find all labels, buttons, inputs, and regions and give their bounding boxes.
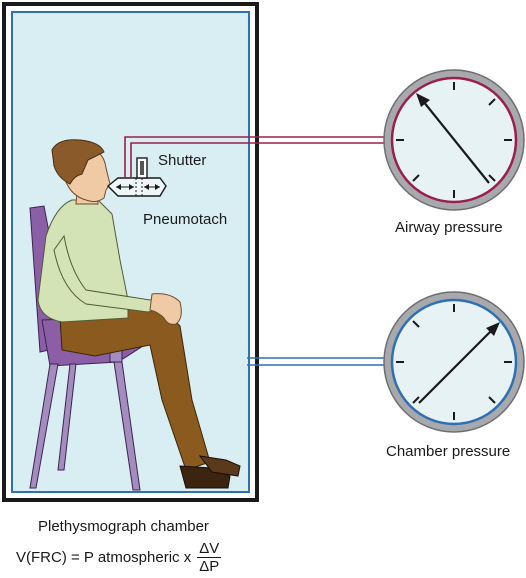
airway-tube bbox=[124, 136, 390, 177]
airway-pressure-gauge-icon bbox=[383, 69, 525, 211]
airway-pressure-label: Airway pressure bbox=[395, 219, 503, 236]
formula-fraction: ΔV ΔP bbox=[197, 539, 222, 575]
chamber-title: Plethysmograph chamber bbox=[38, 518, 209, 535]
frc-formula: V(FRC) = P atmospheric x ΔV ΔP bbox=[16, 538, 222, 576]
chamber-pressure-label: Chamber pressure bbox=[386, 443, 510, 460]
formula-numerator: ΔV bbox=[197, 539, 222, 558]
formula-denominator: ΔP bbox=[199, 557, 220, 575]
person bbox=[37, 139, 241, 489]
shutter-icon bbox=[136, 157, 148, 179]
formula-lhs: V(FRC) = P atmospheric x bbox=[16, 548, 192, 566]
shutter-label: Shutter bbox=[158, 152, 206, 169]
pneumotach-label: Pneumotach bbox=[143, 211, 227, 228]
pneumotach-icon bbox=[106, 177, 167, 197]
chamber-tube bbox=[247, 357, 388, 366]
chamber-pressure-gauge-icon bbox=[383, 291, 525, 433]
